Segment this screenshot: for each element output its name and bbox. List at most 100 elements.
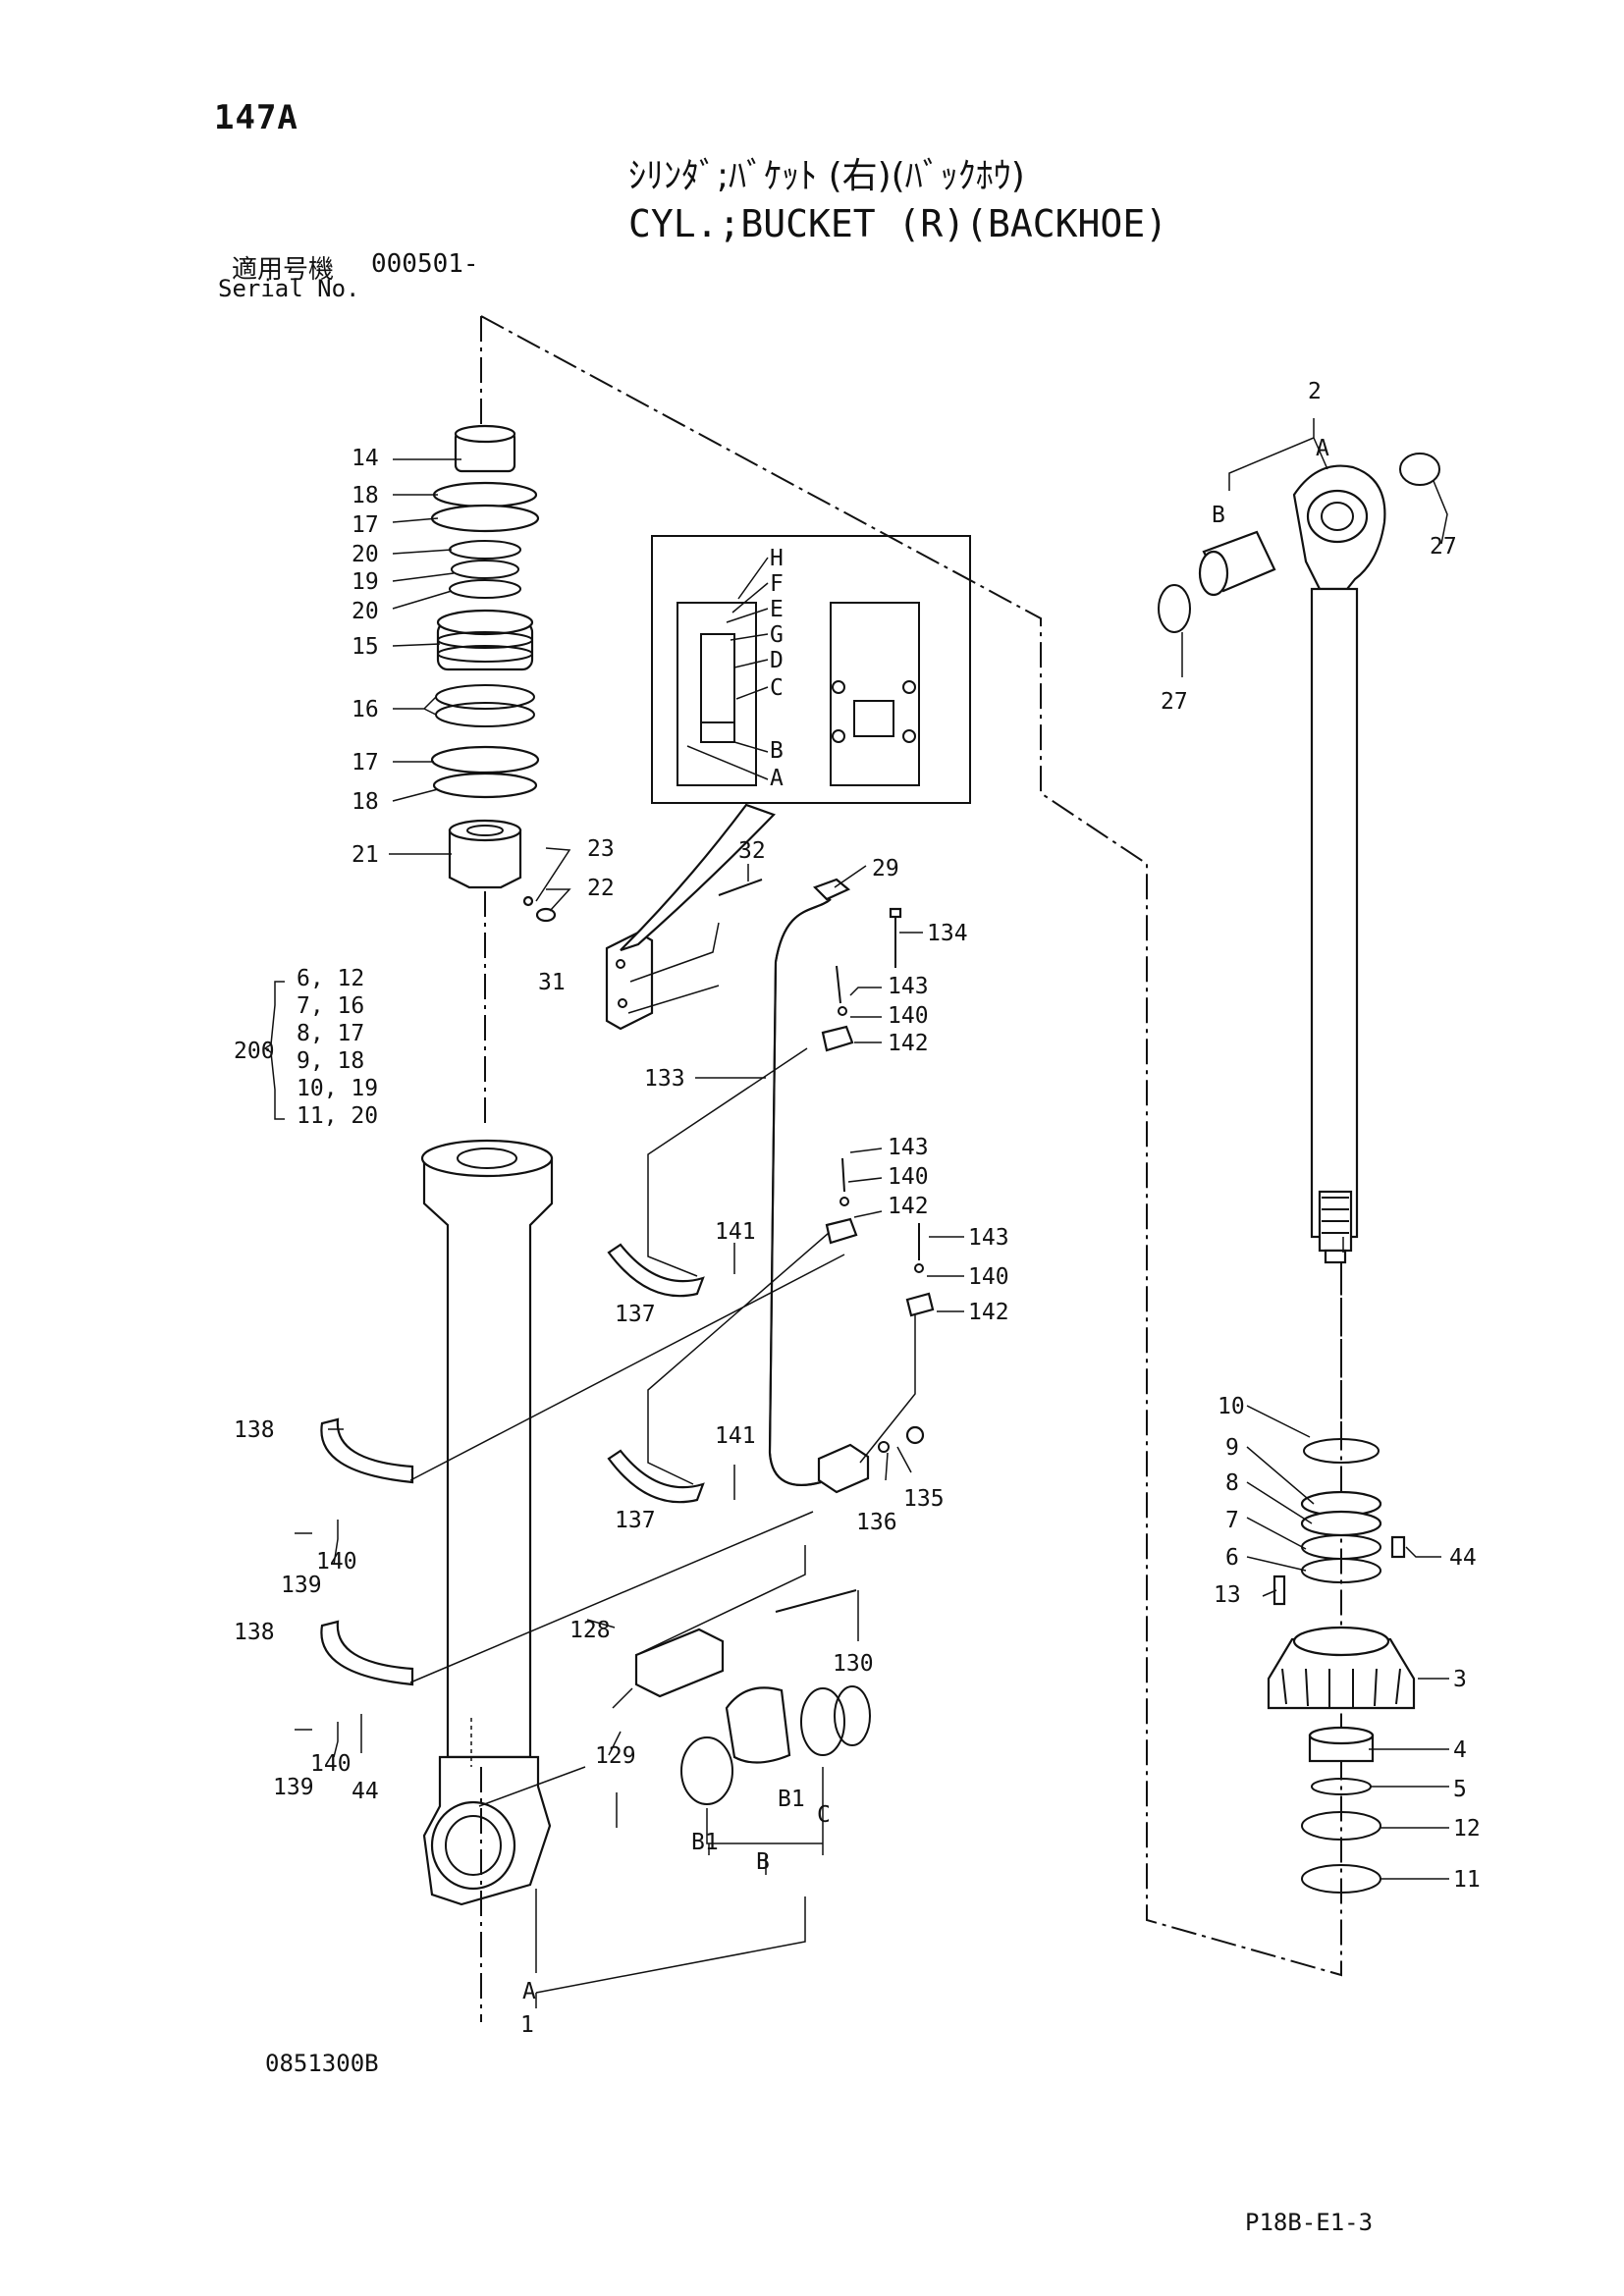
callout-11: 11 [1453,1867,1481,1893]
callout-142: 142 [888,1194,929,1219]
assembly-line-main [480,315,1342,1977]
callout-128: 128 [569,1618,611,1643]
callout-10: 10 [1218,1394,1245,1419]
callout-129: 129 [595,1743,636,1769]
callout-141: 141 [715,1219,756,1245]
callout-4: 4 [1453,1737,1467,1763]
piston-rod [1158,453,1440,1264]
callout-21: 21 [352,842,379,868]
callout-27: 27 [1430,534,1457,560]
callout-19: 19 [352,569,379,595]
callout-1: 1 [520,2012,534,2038]
callout-5: 5 [1453,1777,1467,1802]
callout-31: 31 [538,970,566,995]
detail-inset [620,535,971,952]
label-B1: B1 [691,1830,719,1855]
page-reference: P18B-E1-3 [1245,2209,1374,2236]
inset-label: B [770,738,784,764]
serial-label-english: Serial No. [218,275,360,302]
serial-label-japanese: 適用号機 [232,255,335,285]
kit-row: 11, 20 [297,1103,378,1129]
piping-assembly [320,878,935,2022]
callout-140: 140 [310,1751,352,1777]
callout-6: 6 [1225,1545,1239,1571]
callout-18: 18 [352,483,379,508]
cylinder-tube [420,1139,554,1906]
title-japanese: ｼﾘﾝﾀﾞ;ﾊﾞｹｯﾄ (右)(ﾊﾞｯｸﾎｳ) [628,156,1025,196]
label-C-tube: C [817,1802,831,1828]
callout-22: 22 [587,876,615,901]
callout-140: 140 [888,1003,929,1029]
callout-143: 143 [888,1135,929,1160]
kit-200-group: 200 6, 12 7, 16 8, 17 9, 18 10, 19 11, 2… [234,966,378,1129]
callout-2: 2 [1308,379,1322,404]
callout-140: 140 [316,1549,357,1575]
callout-20: 20 [352,599,379,624]
callout-142: 142 [888,1031,929,1056]
label-B-tube: B [756,1849,770,1875]
callout-142: 142 [968,1300,1009,1325]
callout-140: 140 [968,1264,1009,1290]
inset-label: F [770,571,784,597]
callout-15: 15 [352,634,379,660]
callout-12: 12 [1453,1816,1481,1842]
callout-16: 16 [352,697,379,722]
callout-17: 17 [352,512,379,538]
callout-134: 134 [927,921,968,946]
kit-row: 10, 19 [297,1076,378,1101]
inset-labels: H F E G D C B A [686,546,784,791]
callout-140: 140 [888,1164,929,1190]
leader-lines [263,418,1449,2008]
inset-label: D [770,648,784,673]
callout-8: 8 [1225,1470,1239,1496]
callout-18: 18 [352,789,379,815]
callout-20: 20 [352,542,379,567]
callout-135: 135 [903,1486,945,1512]
callout-139: 139 [273,1775,314,1800]
inset-label: A [770,766,784,791]
inset-label: H [770,546,784,571]
label-A-rod: A [1316,436,1329,461]
callout-133: 133 [644,1066,685,1092]
callout-13: 13 [1214,1582,1241,1608]
callout-139: 139 [281,1573,322,1598]
callout-7: 7 [1225,1508,1239,1533]
callout-labels: 14 18 17 20 19 20 15 16 17 18 21 23 22 3… [234,379,1481,2038]
cylinder-head-stack [430,424,557,1129]
callout-44: 44 [352,1779,379,1804]
callout-9: 9 [1225,1435,1239,1461]
drawing-code: 0851300B [265,2050,379,2077]
title-english: CYL.;BUCKET (R)(BACKHOE) [628,202,1168,245]
label-B1: B1 [778,1787,805,1812]
kit-row: 9, 18 [297,1048,364,1074]
rod-head-stack [1267,1266,1416,1894]
callout-138: 138 [234,1417,275,1443]
page-number: 147A [214,98,298,137]
label-B-rod: B [1212,503,1225,528]
inset-label: C [770,675,784,701]
callout-143: 143 [888,974,929,999]
inset-label: E [770,597,784,622]
label-A-tube: A [522,1979,536,2004]
callout-14: 14 [352,446,379,471]
callout-23: 23 [587,836,615,862]
kit-row: 6, 12 [297,966,364,991]
callout-32: 32 [738,838,766,864]
serial-value: 000501- [371,249,479,279]
inset-label: G [770,622,784,648]
kit-row: 8, 17 [297,1021,364,1046]
kit-row: 7, 16 [297,993,364,1019]
callout-137: 137 [615,1508,656,1533]
callout-138: 138 [234,1620,275,1645]
callout-137: 137 [615,1302,656,1327]
callout-3: 3 [1453,1667,1467,1692]
callout-27: 27 [1161,689,1188,715]
callout-17: 17 [352,750,379,775]
kit-number: 200 [234,1039,275,1064]
callout-143: 143 [968,1225,1009,1251]
callout-130: 130 [833,1651,874,1677]
callout-29: 29 [872,856,899,881]
callout-44: 44 [1449,1545,1477,1571]
callout-136: 136 [856,1510,897,1535]
